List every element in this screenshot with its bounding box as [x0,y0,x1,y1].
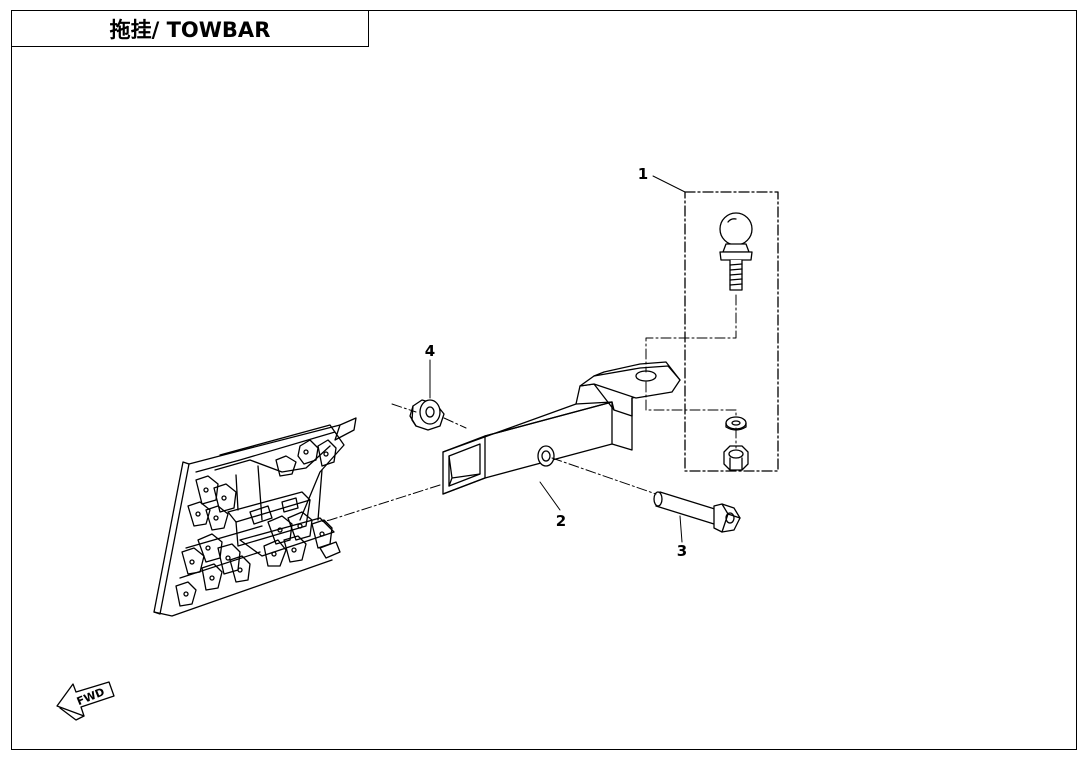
callout-leaders [429,175,686,543]
callout-2: 2 [556,512,566,530]
callout-1: 1 [638,165,648,183]
part-2-receiver-towbar [442,361,681,495]
part-4-grommet [409,399,445,431]
kit-group-box [684,191,779,472]
vehicle-frame [153,417,357,617]
callout-4: 4 [425,342,435,360]
part-1-hitch-ball-kit [719,212,753,471]
part-3-hitch-pin-bolt [653,491,741,533]
callout-3: 3 [677,542,687,560]
fwd-label: FWD [75,685,107,708]
assembly-centerlines [319,294,737,523]
page-title: 拖挂/ TOWBAR [109,17,271,42]
drawing-sheet-border [11,10,1077,750]
title-box: 拖挂/ TOWBAR [11,10,369,47]
fwd-direction-arrow [56,681,115,721]
